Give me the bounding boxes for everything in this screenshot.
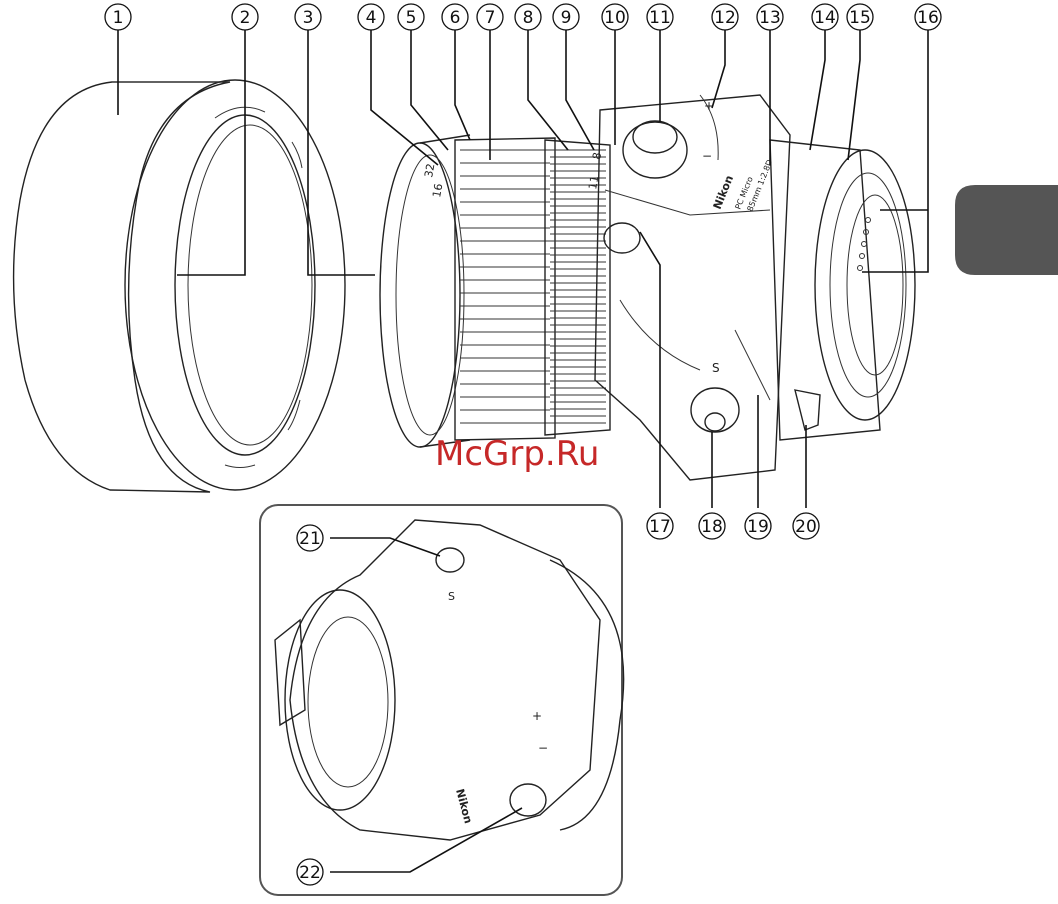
callout-7: 7 bbox=[477, 4, 503, 30]
callout-number-14: 14 bbox=[814, 8, 836, 28]
inset-frame bbox=[260, 505, 622, 895]
callout-number-11: 11 bbox=[649, 8, 671, 28]
callout-number-6: 6 bbox=[450, 8, 461, 28]
callout-19: 19 bbox=[745, 513, 771, 539]
tilt-scale-minus: − bbox=[702, 149, 712, 163]
callout-number-3: 3 bbox=[303, 8, 314, 28]
callout-number-16: 16 bbox=[917, 8, 939, 28]
callout-number-22: 22 bbox=[299, 863, 321, 883]
section-tab bbox=[955, 185, 1058, 275]
lens-body: 32 16 11 8 + − Nikon PC Micro 85mm 1:2.8… bbox=[380, 95, 915, 480]
callout-17: 17 bbox=[647, 513, 673, 539]
callout-13: 13 bbox=[757, 4, 783, 30]
callout-11: 11 bbox=[647, 4, 673, 30]
callout-15: 15 bbox=[847, 4, 873, 30]
inset-scale-plus: + bbox=[532, 709, 542, 723]
lens-hood bbox=[14, 80, 345, 492]
callout-14: 14 bbox=[812, 4, 838, 30]
brand-label: Nikon bbox=[711, 173, 736, 211]
tilt-lock-knob bbox=[623, 121, 687, 178]
inset-scale-minus: − bbox=[538, 741, 548, 755]
aperture-scale-16: 16 bbox=[430, 182, 445, 198]
callout-number-1: 1 bbox=[113, 8, 124, 28]
aperture-scale-8: 8 bbox=[590, 151, 604, 160]
callout-number-8: 8 bbox=[523, 8, 534, 28]
callout-9: 9 bbox=[553, 4, 579, 30]
callout-4: 4 bbox=[358, 4, 384, 30]
callout-6: 6 bbox=[442, 4, 468, 30]
callout-10: 10 bbox=[602, 4, 628, 30]
aperture-scale-32: 32 bbox=[422, 162, 437, 178]
callout-2: 2 bbox=[232, 4, 258, 30]
rotation-release-lever bbox=[795, 390, 820, 430]
callout-18: 18 bbox=[699, 513, 725, 539]
focus-ring bbox=[455, 138, 555, 440]
callout-21: 21 bbox=[297, 525, 323, 551]
shift-label: S bbox=[712, 361, 720, 375]
callout-22: 22 bbox=[297, 859, 323, 885]
callout-number-5: 5 bbox=[406, 8, 417, 28]
callout-number-4: 4 bbox=[366, 8, 377, 28]
callout-number-10: 10 bbox=[604, 8, 626, 28]
callout-number-18: 18 bbox=[701, 517, 723, 537]
callout-number-17: 17 bbox=[649, 517, 671, 537]
callout-number-20: 20 bbox=[795, 517, 817, 537]
callout-number-9: 9 bbox=[561, 8, 572, 28]
callout-number-2: 2 bbox=[240, 8, 251, 28]
inset-shift-label: S bbox=[448, 590, 455, 603]
callout-3: 3 bbox=[295, 4, 321, 30]
callout-number-13: 13 bbox=[759, 8, 781, 28]
callout-8: 8 bbox=[515, 4, 541, 30]
callout-number-15: 15 bbox=[849, 8, 871, 28]
callout-16: 16 bbox=[915, 4, 941, 30]
callout-number-21: 21 bbox=[299, 529, 321, 549]
callout-number-19: 19 bbox=[747, 517, 769, 537]
callout-number-7: 7 bbox=[485, 8, 496, 28]
callout-12: 12 bbox=[712, 4, 738, 30]
callout-number-12: 12 bbox=[714, 8, 736, 28]
callout-1: 1 bbox=[105, 4, 131, 30]
watermark: McGrp.Ru bbox=[435, 434, 599, 474]
callout-20: 20 bbox=[793, 513, 819, 539]
shift-knob bbox=[691, 388, 739, 432]
callout-5: 5 bbox=[398, 4, 424, 30]
